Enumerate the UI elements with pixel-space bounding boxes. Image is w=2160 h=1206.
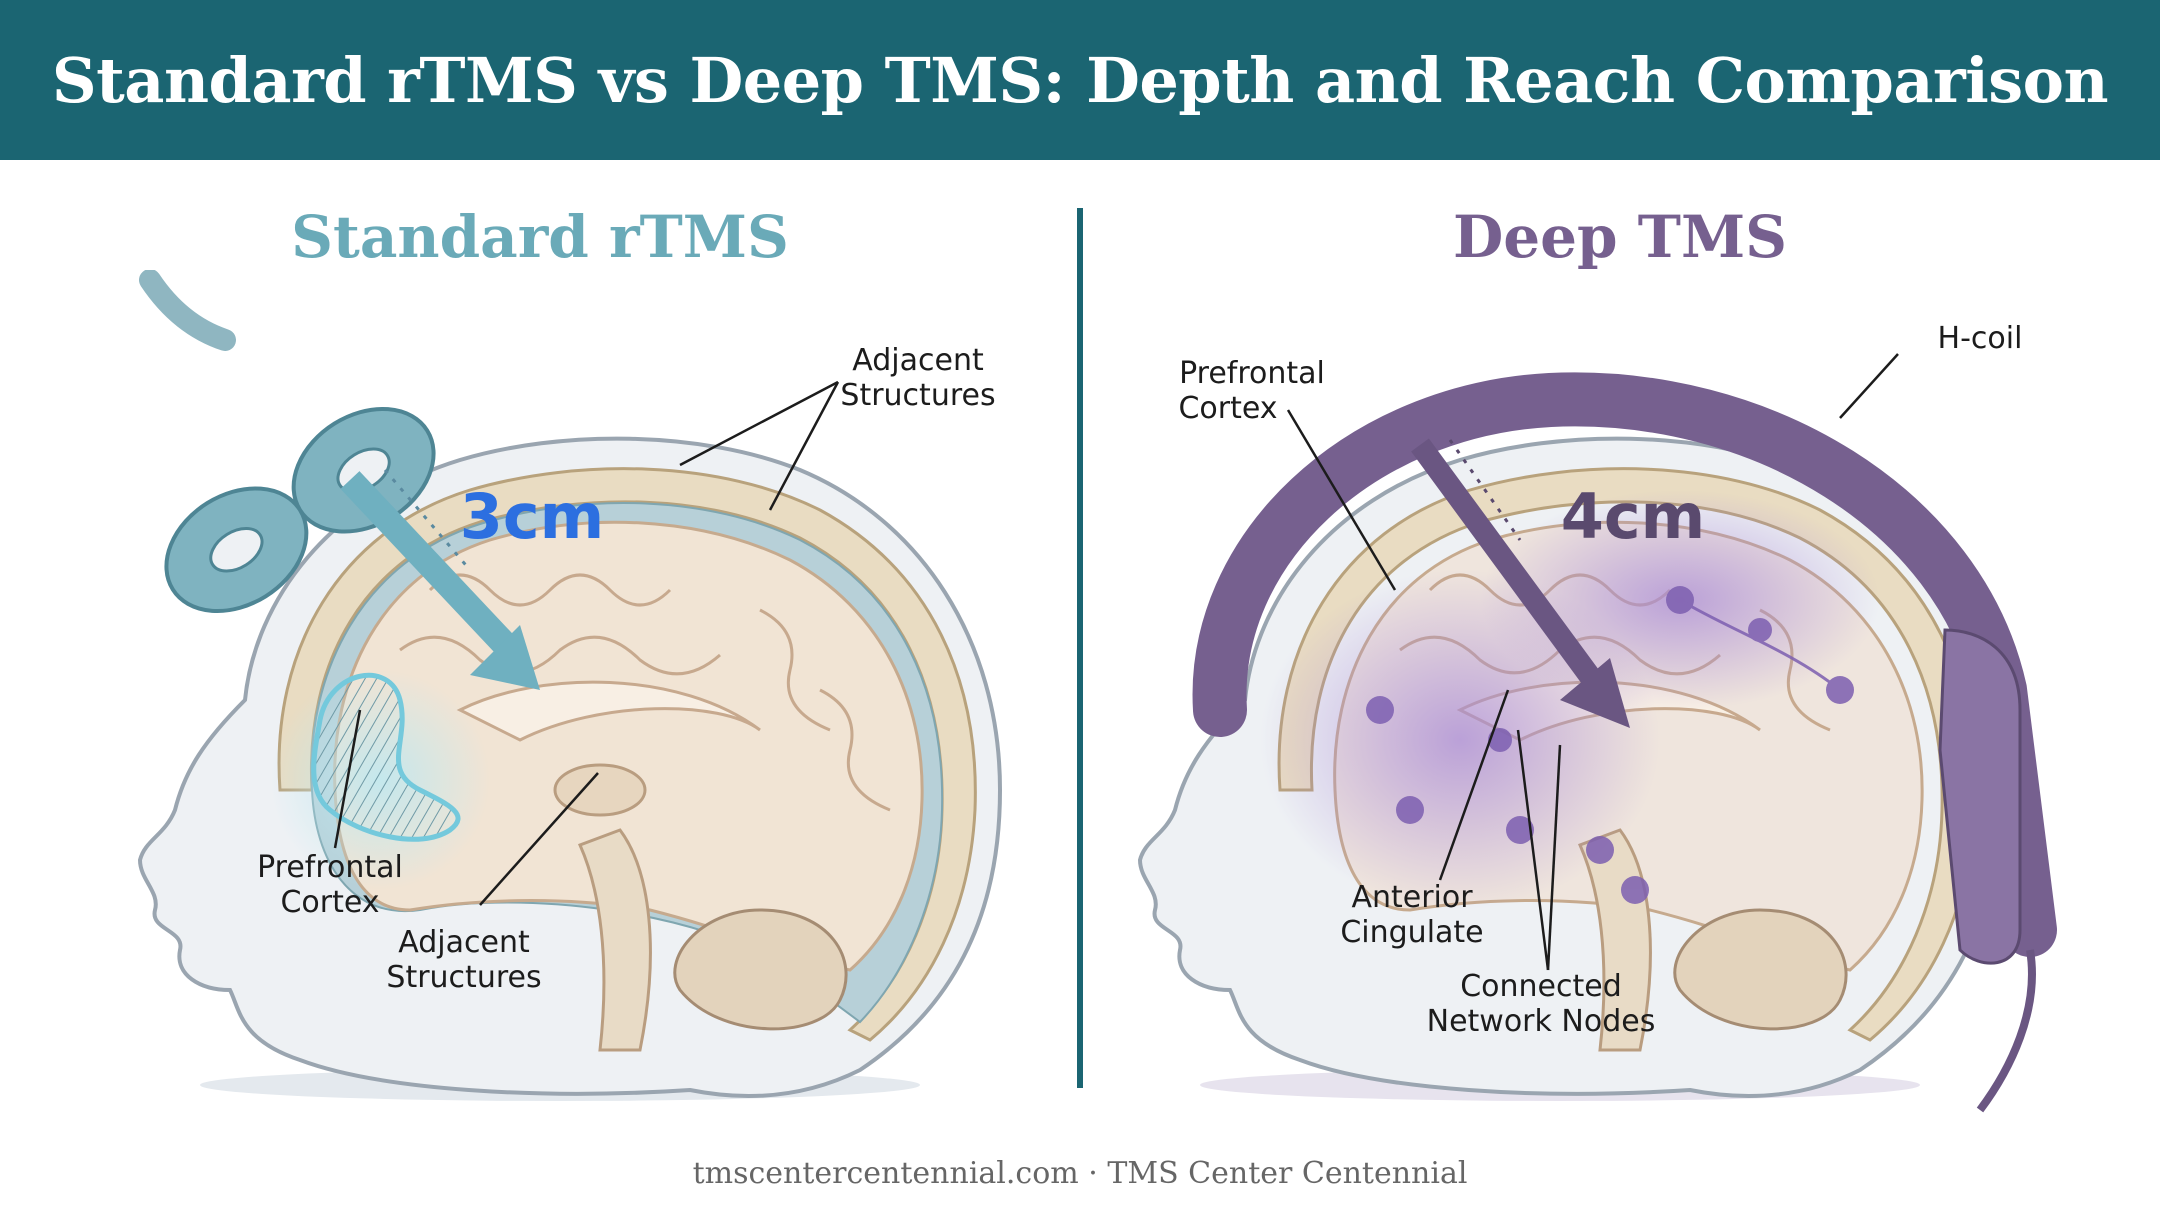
anterior-cingulate-line2: Cingulate: [1340, 915, 1483, 950]
network-nodes: [1366, 586, 1854, 904]
h-coil-label: H-coil: [1938, 321, 2023, 356]
cerebellum: [673, 908, 848, 1031]
leader-lines: [333, 380, 840, 906]
depth-arrow: [1411, 438, 1630, 728]
page-title: Standard rTMS vs Deep TMS: Depth and Rea…: [51, 43, 2109, 117]
cerebellum: [1673, 908, 1848, 1031]
prefrontal-cortex-line1: Prefrontal: [1179, 356, 1325, 391]
adjacent-structures-top-line1: Adjacent: [852, 343, 984, 378]
prefrontal-cortex-line2: Cortex: [1178, 391, 1277, 426]
depth-arrow: [340, 469, 540, 690]
standard-rtms-diagram: 3cm Adjacent Structures Prefrontal Corte…: [137, 270, 1003, 1101]
anterior-cingulate-line1: Anterior: [1351, 880, 1473, 915]
panel-divider: [1077, 208, 1083, 1088]
title-bar: Standard rTMS vs Deep TMS: Depth and Rea…: [0, 0, 2160, 160]
skull: [1277, 467, 1977, 1042]
figure-eight-coil: [139, 270, 436, 614]
deep-tms-diagram: 4cm H-coil Prefrontal Cortex Anterior Ci…: [1137, 321, 2057, 1113]
leader-lines: [1286, 353, 1899, 971]
depth-value-3cm: 3cm: [460, 480, 605, 553]
connected-network-nodes-line2: Network Nodes: [1427, 1004, 1656, 1039]
adjacent-structures-bottom-line1: Adjacent: [398, 925, 530, 960]
depth-value-4cm: 4cm: [1561, 480, 1706, 553]
deep-tms-heading: Deep TMS: [1452, 203, 1788, 271]
connected-network-nodes-line1: Connected: [1460, 969, 1622, 1004]
brainstem: [577, 828, 652, 1052]
prefrontal-cortex-line1: Prefrontal: [257, 850, 403, 885]
prefrontal-target: [270, 670, 490, 890]
prefrontal-cortex-line2: Cortex: [280, 885, 379, 920]
adjacent-structures-bottom-line2: Structures: [386, 960, 541, 995]
standard-rtms-heading: Standard rTMS: [291, 203, 789, 271]
h-coil: [1192, 372, 2057, 1113]
footer-credit: tmscentercentennial.com · TMS Center Cen…: [692, 1155, 1468, 1191]
adjacent-structures-top-line2: Structures: [840, 378, 995, 413]
